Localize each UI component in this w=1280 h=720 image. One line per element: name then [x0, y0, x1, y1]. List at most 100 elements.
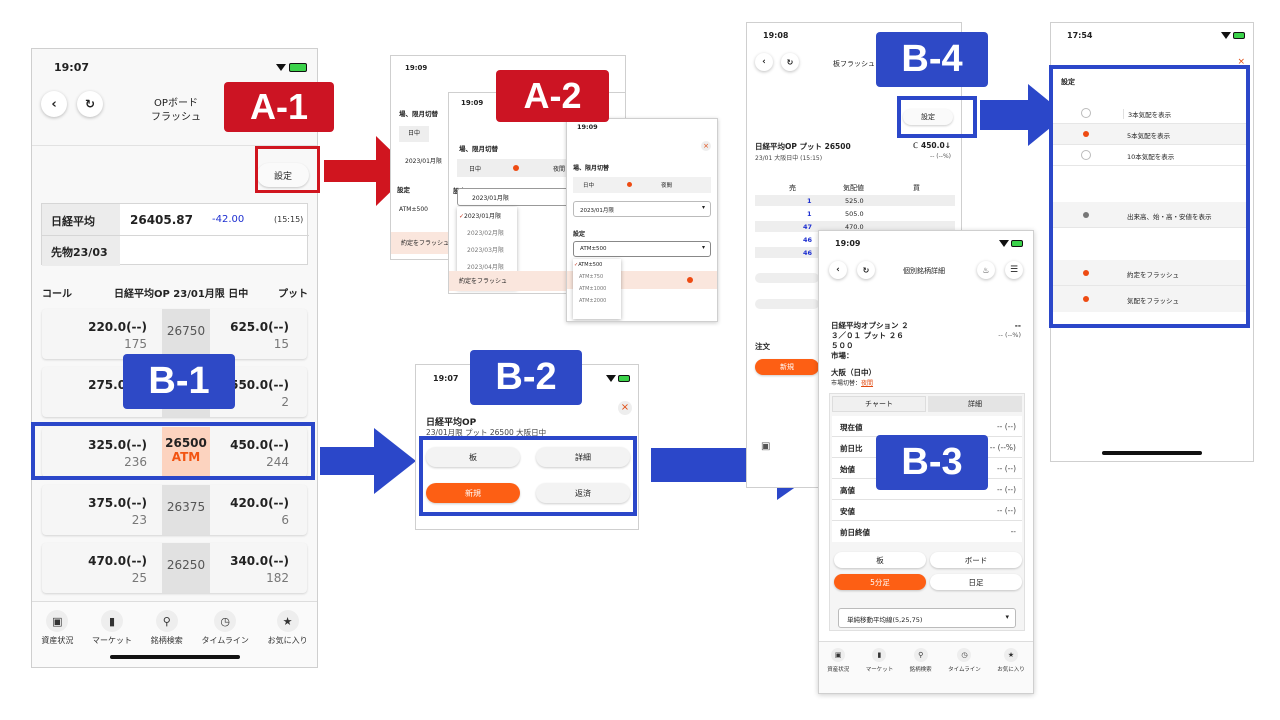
- badge-b1: B-1: [123, 354, 235, 409]
- menu-icon[interactable]: ☰: [1005, 261, 1023, 279]
- tab-search[interactable]: ⚲銘柄検索: [151, 610, 183, 646]
- tab-chart[interactable]: チャート: [832, 396, 926, 412]
- tab-label: チャート: [865, 400, 893, 408]
- option-item[interactable]: ✓ATM±500: [574, 262, 603, 268]
- status-bar: 19:07: [32, 49, 317, 75]
- tab-night[interactable]: 夜間: [661, 183, 673, 189]
- option-item[interactable]: ATM±2000: [579, 298, 607, 304]
- daily-button[interactable]: 日足: [930, 574, 1022, 590]
- put-price[interactable]: 625.0(--): [230, 320, 289, 334]
- refresh-icon[interactable]: ↻: [781, 53, 799, 71]
- name-line: 日経平均オプション ２: [831, 321, 909, 330]
- back-button[interactable]: ‹: [41, 91, 67, 117]
- option-label: ATM±500: [578, 262, 603, 268]
- option-item[interactable]: ATM±1000: [579, 286, 607, 292]
- quote-row: 1 505.0: [755, 208, 955, 219]
- call-price[interactable]: 325.0(--): [88, 438, 147, 452]
- tab-market[interactable]: ▮マーケット: [92, 610, 132, 646]
- board-row[interactable]: 220.0(--) 175 26750 625.0(--) 15: [42, 309, 307, 359]
- tab-timeline[interactable]: ◷タイムライン: [948, 648, 981, 673]
- new-order-button[interactable]: 新規: [426, 483, 520, 503]
- board-row[interactable]: 375.0(--) 23 26375 420.0(--) 6: [42, 485, 307, 535]
- battery-icon: [1011, 240, 1023, 247]
- tab-day[interactable]: 日中: [469, 166, 482, 173]
- tab-assets[interactable]: ▣資産状況: [41, 610, 73, 646]
- call-price[interactable]: 220.0(--): [88, 320, 147, 334]
- option-item[interactable]: 2023/04月限: [467, 264, 504, 271]
- close-icon[interactable]: ×: [618, 401, 632, 415]
- tab-day[interactable]: 日中: [399, 126, 429, 142]
- close-position-button[interactable]: 返済: [536, 483, 630, 503]
- atm-select[interactable]: ATM±500 ▾: [573, 241, 711, 257]
- tab-timeline[interactable]: ◷タイムライン: [201, 610, 249, 646]
- dialog-title: 場、限月切替: [459, 145, 498, 153]
- call-price[interactable]: 470.0(--): [88, 554, 147, 568]
- bell-icon[interactable]: ♨: [977, 261, 995, 279]
- back-button[interactable]: ‹: [755, 53, 773, 71]
- board-row-atm[interactable]: 325.0(--) 236 26500 ATM 450.0(--) 244: [42, 427, 307, 477]
- placeholder-bar: [755, 299, 819, 309]
- five-min-button[interactable]: 5分足: [834, 574, 926, 590]
- setting-row[interactable]: 気配をフラッシュ: [1053, 286, 1249, 312]
- put-price[interactable]: 450.0(--): [230, 438, 289, 452]
- settings-button[interactable]: 設定: [257, 163, 309, 187]
- setting-row[interactable]: 10本気配を表示: [1053, 145, 1249, 166]
- setting-row[interactable]: 出来高、始・高・安値を表示: [1053, 202, 1249, 228]
- put-price[interactable]: 420.0(--): [230, 496, 289, 510]
- board-list-button[interactable]: ボード: [930, 552, 1022, 568]
- field-value: -- (--%): [989, 443, 1016, 452]
- call-volume: 175: [124, 337, 147, 351]
- call-price[interactable]: 375.0(--): [88, 496, 147, 510]
- setting-row[interactable]: 約定をフラッシュ: [1053, 260, 1249, 286]
- divider: [32, 145, 317, 146]
- put-volume: 182: [266, 571, 289, 585]
- buttons-highlight: [419, 436, 637, 516]
- battery-icon: [618, 375, 630, 382]
- close-icon[interactable]: ×: [1237, 57, 1245, 67]
- board-button[interactable]: 板: [834, 552, 926, 568]
- col-sell: 売: [789, 184, 796, 192]
- tab-favorites[interactable]: ★お気に入り: [997, 648, 1025, 673]
- settings-button[interactable]: 設定: [903, 109, 953, 125]
- switch-link[interactable]: 夜間: [861, 380, 874, 387]
- indicator-select[interactable]: 単純移動平均線(5,25,75) ▾: [838, 608, 1016, 628]
- dialog-front: 19:09 × 場、限月切替 日中 夜間 2023/01月限 ▾ 設定 ATM±…: [566, 118, 718, 322]
- market-label: 市場：: [831, 351, 854, 360]
- price-change: -- (--%): [930, 153, 951, 160]
- tab-market[interactable]: ▮マーケット: [866, 648, 893, 673]
- board-button[interactable]: 板: [426, 447, 520, 467]
- option-item[interactable]: 2023/02月限: [467, 230, 504, 237]
- close-icon[interactable]: ×: [701, 141, 711, 151]
- tab-day[interactable]: 日中: [583, 183, 595, 189]
- tab-assets[interactable]: ▣資産状況: [827, 648, 849, 673]
- tab-favorites[interactable]: ★お気に入り: [268, 610, 308, 646]
- option-item[interactable]: ATM±750: [579, 274, 604, 280]
- setting-row[interactable]: 3本気配を表示: [1053, 103, 1249, 124]
- new-order-button[interactable]: 新規: [755, 359, 819, 375]
- quote-price: 470.0: [845, 223, 864, 231]
- refresh-icon[interactable]: ↻: [77, 91, 103, 117]
- refresh-icon[interactable]: ↻: [857, 261, 875, 279]
- detail-button[interactable]: 詳細: [536, 447, 630, 467]
- month-select[interactable]: 2023/01月限: [457, 188, 573, 206]
- current-price: ℂ 450.0↓: [912, 141, 951, 150]
- tab-night[interactable]: 夜間: [553, 166, 566, 173]
- clock-icon: ◷: [214, 610, 237, 632]
- tab-bar: ▣資産状況 ▮マーケット ⚲銘柄検索 ◷タイムライン ★お気に入り: [819, 641, 1033, 693]
- option-label: 2023/01月限: [464, 213, 501, 220]
- tab-detail[interactable]: 詳細: [928, 396, 1022, 412]
- option-item[interactable]: ✓2023/01月限: [459, 213, 501, 220]
- back-button[interactable]: ‹: [829, 261, 847, 279]
- board-row[interactable]: 470.0(--) 25 26250 340.0(--) 182: [42, 543, 307, 593]
- tab-search[interactable]: ⚲銘柄検索: [910, 648, 932, 673]
- month-select[interactable]: 2023/01月限 ▾: [573, 201, 711, 217]
- instrument-sub: 23/01 大阪日中 (15:15): [755, 155, 823, 162]
- field-value: -- (--): [996, 506, 1016, 515]
- setting-row[interactable]: 5本気配を表示: [1053, 124, 1249, 145]
- put-price[interactable]: 550.0(--): [230, 378, 289, 392]
- field-label: 安値: [840, 507, 855, 516]
- call-volume: 25: [131, 571, 147, 585]
- option-item[interactable]: 2023/03月限: [467, 247, 504, 254]
- put-price[interactable]: 340.0(--): [230, 554, 289, 568]
- session-tabs: 日中 夜間: [457, 159, 569, 177]
